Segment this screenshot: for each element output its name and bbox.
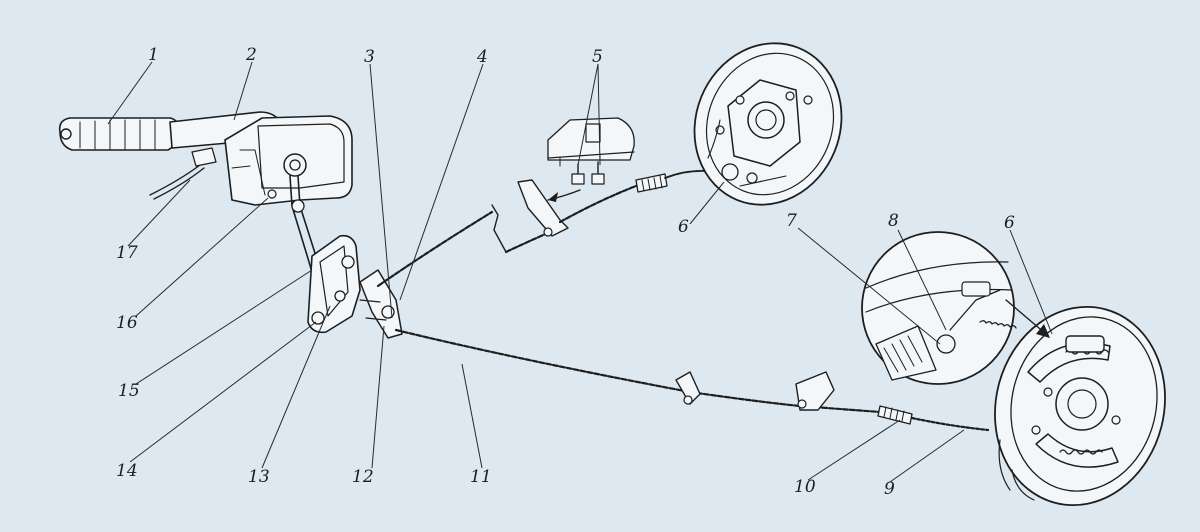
label-2: 2	[245, 45, 257, 65]
label-5: 5	[592, 47, 603, 67]
label-4: 4	[476, 47, 488, 67]
label-9: 9	[884, 479, 895, 499]
label-11: 11	[470, 467, 492, 487]
label-17: 17	[116, 243, 138, 263]
label-8: 8	[888, 211, 899, 231]
magnified-inset	[861, 231, 1050, 385]
leader-lines	[107, 61, 1053, 483]
label-6-upper: 6	[678, 217, 689, 237]
rear-cable	[394, 328, 990, 432]
equalizer-bracket	[307, 234, 403, 339]
label-15: 15	[118, 381, 140, 401]
label-13: 13	[248, 467, 270, 487]
inset-clip-detail	[547, 117, 635, 202]
left-brake-backing-plate	[693, 42, 843, 206]
right-brake-assembly	[994, 305, 1166, 507]
front-cable	[376, 169, 719, 288]
label-16: 16	[116, 313, 138, 333]
label-10: 10	[794, 477, 816, 497]
label-6-lower: 6	[1004, 213, 1015, 233]
label-12: 12	[352, 467, 374, 487]
label-3: 3	[364, 47, 375, 67]
hand-brake-lever	[58, 111, 353, 293]
label-1: 1	[148, 45, 159, 65]
label-7: 7	[786, 211, 797, 231]
callout-labels: 1 2 3 4 5 6 7 8 6 9 10 11 12 13 14 15 16…	[116, 45, 1015, 499]
label-14: 14	[116, 461, 138, 481]
